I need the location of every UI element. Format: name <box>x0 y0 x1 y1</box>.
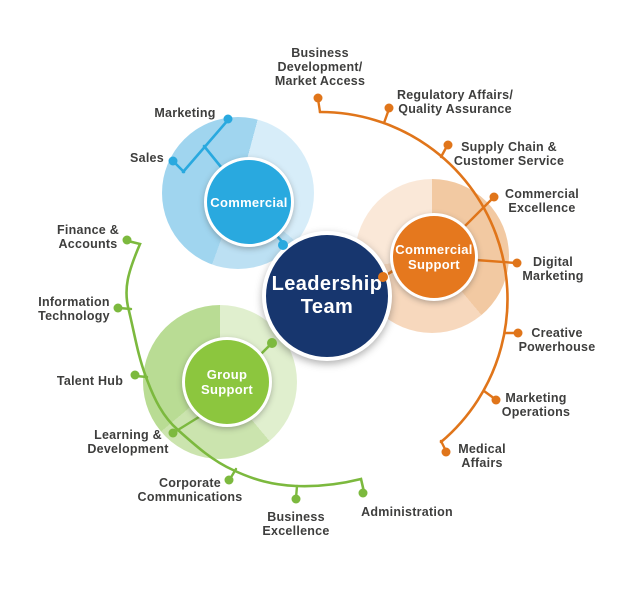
label-digital-marketing: Digital Marketing <box>522 255 584 283</box>
dot-commercial-center <box>278 240 288 250</box>
label-corporate-communications: Corporate Communications <box>137 476 243 504</box>
dot-learning-development <box>168 428 178 438</box>
commercial-hub-circle: Commercial <box>204 157 294 247</box>
label-commercial-excellence: Commercial Excellence <box>504 187 580 215</box>
group-support-hub-circle: Group Support <box>182 337 272 427</box>
label-medical-affairs: Medical Affairs <box>458 442 506 470</box>
dot-medical-affairs <box>441 447 451 457</box>
stem-commercial-excellence <box>462 196 495 229</box>
dot-finance-accounts <box>122 235 132 245</box>
dot-commercial-support-center <box>378 272 388 282</box>
dot-corporate-communications <box>224 475 234 485</box>
stem-commercial-hub <box>202 144 223 169</box>
dot-marketing-operations <box>491 395 501 405</box>
dot-digital-marketing <box>512 258 522 268</box>
label-supply-chain-customer-service: Supply Chain & Customer Service <box>453 140 565 168</box>
commercial-support-hub-circle: Commercial Support <box>390 213 478 301</box>
label-regulatory-affairs-quality-assurance: Regulatory Affairs/ Quality Assurance <box>396 88 514 116</box>
label-business-development-market-access: Business Development/ Market Access <box>274 46 366 88</box>
dot-regulatory-affairs <box>384 103 394 113</box>
label-administration: Administration <box>361 505 453 519</box>
commercial-support-arc <box>318 110 509 444</box>
group-support-hub-label: Group Support <box>201 367 253 397</box>
label-information-technology: Information Technology <box>38 295 110 323</box>
label-sales: Sales <box>130 151 164 165</box>
label-marketing-operations: Marketing Operations <box>501 391 571 419</box>
dot-commercial-excellence <box>489 192 499 202</box>
commercial-hub-label: Commercial <box>210 194 288 210</box>
orange-dots <box>313 93 523 457</box>
label-creative-powerhouse: Creative Powerhouse <box>518 326 596 354</box>
dot-marketing <box>223 114 233 124</box>
dot-group-support-center <box>267 338 277 348</box>
blue-dots <box>168 114 233 166</box>
label-marketing: Marketing <box>154 106 216 120</box>
dot-administration <box>358 488 368 498</box>
commercial-support-hub-label: Commercial Support <box>395 242 473 272</box>
label-business-excellence: Business Excellence <box>262 510 330 538</box>
stem-digital-marketing <box>474 258 518 265</box>
leadership-team-circle: Leadership Team <box>262 231 392 361</box>
label-talent-hub: Talent Hub <box>56 374 124 388</box>
dot-information-technology <box>113 303 123 313</box>
dot-sales <box>168 156 178 166</box>
leadership-team-label: Leadership Team <box>271 273 383 318</box>
dot-supply-chain <box>443 140 453 150</box>
dot-business-excellence <box>291 494 301 504</box>
dot-business-development <box>313 93 323 103</box>
label-finance-accounts: Finance & Accounts <box>57 223 119 251</box>
dot-creative-powerhouse <box>513 328 523 338</box>
label-learning-development: Learning & Development <box>87 428 169 456</box>
dot-talent-hub <box>130 370 140 380</box>
green-dots <box>113 235 368 504</box>
